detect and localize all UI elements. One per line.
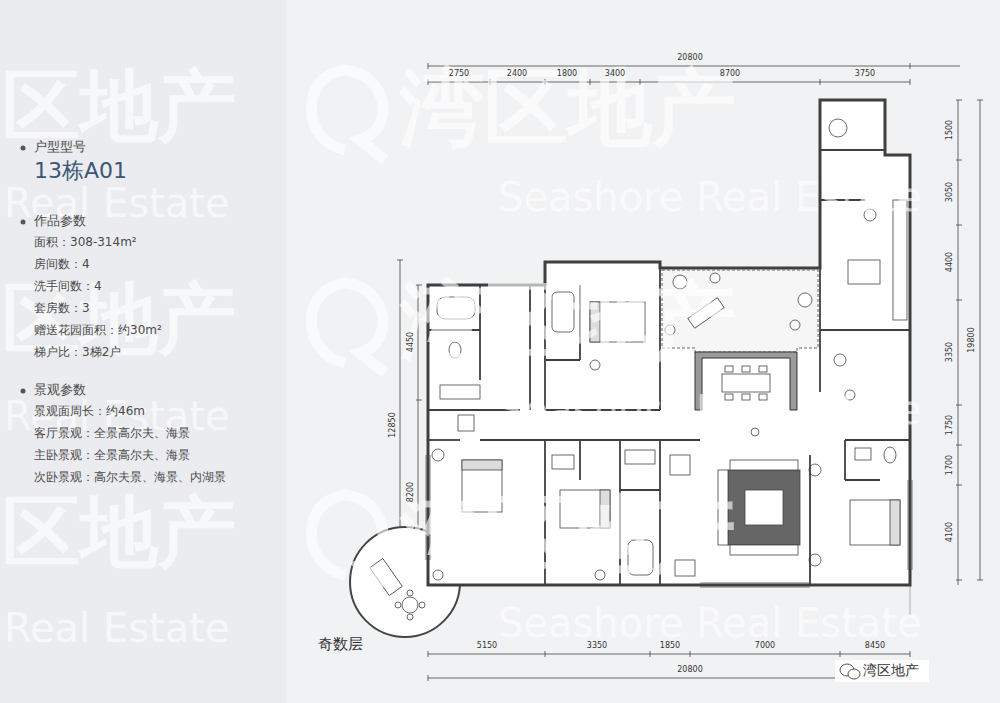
watermark: 湾区地产 [400,273,736,370]
dimension: 1850 [660,641,680,650]
spec-item: 赠送花园面积：约30m² [34,324,162,338]
dimension: 4400 [945,252,954,272]
watermark: Seashore Real Estate [498,387,922,433]
unit-model: 13栋A01 [34,158,127,183]
dimension: 5150 [477,641,497,650]
spec-item: 客厅景观：全景高尔夫、海景 [34,427,190,441]
dimension: 7000 [755,641,775,650]
watermark-logo [311,70,385,585]
spec-item: 次卧景观：高尔夫景、海景、内湖景 [34,471,226,485]
dimension: 8450 [865,641,885,650]
dimension: 3750 [855,69,875,78]
wechat-icon [835,660,929,682]
spec-heading: 景观参数 [34,383,86,398]
dimension: 8700 [720,69,740,78]
floor-note: 奇数层 [318,636,363,653]
spec-item: 套房数：3 [34,302,90,316]
dimension: 3400 [605,69,625,78]
dimension: 1700 [945,455,954,475]
dimension: 2400 [507,69,527,78]
watermark: Real Estate [4,605,230,651]
dimension: 1800 [557,69,577,78]
dimension: 3350 [587,641,607,650]
spec-item: 房间数：4 [34,258,90,272]
watermark: 区地产 [2,488,236,578]
spec-item: 景观面周长：约46m [34,405,145,419]
dimension: 3350 [945,342,954,362]
spec-item: 洗手间数：4 [34,280,102,294]
spec-item: 主卧景观：全景高尔夫、海景 [34,449,190,463]
dimension: 3050 [945,182,954,202]
watermark: Seashore Real Estate [498,600,922,646]
spec-item: 面积：308-314m² [34,236,137,250]
wechat-name: 湾区地产 [863,662,919,678]
watermark: Seashore Real Estate [498,174,922,220]
dimension: 20800 [677,665,702,674]
spec-item: 梯户比：3梯2户 [34,346,121,360]
dimension: 20800 [677,53,702,62]
watermark: 区地产 [2,62,236,152]
dimension: 4450 [406,332,415,352]
watermark: 湾区地产 [400,486,736,583]
dimension: 4100 [945,522,954,542]
spec-heading: 户型型号 [34,140,86,155]
dimension: 1500 [945,120,954,140]
dimension: 8200 [406,482,415,502]
dimension: 1750 [945,415,954,435]
dimension: 12850 [388,412,397,437]
dimension: 2750 [449,69,469,78]
spec-heading: 作品参数 [34,214,86,229]
side-panel [0,0,286,703]
dimension: 19800 [967,327,976,352]
